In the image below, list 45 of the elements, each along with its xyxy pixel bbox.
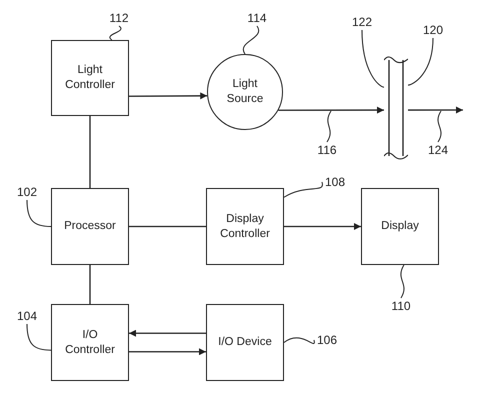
connector-line bbox=[89, 116, 91, 188]
block-box bbox=[206, 304, 284, 381]
arrow bbox=[129, 330, 206, 337]
reference-numeral: 104 bbox=[14, 308, 40, 324]
block-box bbox=[206, 188, 284, 265]
leader-line bbox=[408, 38, 434, 86]
leader-line bbox=[109, 26, 122, 40]
optical-plate bbox=[384, 56, 408, 160]
block-box bbox=[51, 304, 129, 381]
leader-line bbox=[326, 110, 332, 142]
leader-line bbox=[26, 324, 52, 351]
block-box bbox=[51, 40, 129, 116]
reference-numeral: 116 bbox=[314, 142, 340, 158]
connector-line bbox=[89, 265, 91, 304]
arrow bbox=[284, 223, 361, 230]
reference-numeral: 124 bbox=[425, 142, 451, 158]
reference-numeral: 108 bbox=[322, 174, 348, 190]
arrow bbox=[129, 92, 208, 100]
connector-line bbox=[129, 226, 206, 228]
reference-numeral: 114 bbox=[244, 10, 270, 26]
block-label: Processor bbox=[63, 219, 117, 234]
reference-numeral: 106 bbox=[314, 332, 340, 348]
reference-numeral: 112 bbox=[106, 10, 132, 26]
reference-numeral: 120 bbox=[420, 22, 446, 38]
leader-line bbox=[284, 182, 323, 198]
arrow bbox=[408, 106, 463, 114]
block-label: Display Controller bbox=[219, 212, 271, 242]
block-box bbox=[361, 188, 439, 265]
block-box bbox=[51, 188, 129, 265]
block-label: I/O Controller bbox=[64, 328, 116, 358]
block-label: Light Controller bbox=[64, 63, 116, 93]
leader-line bbox=[26, 200, 52, 227]
leader-line bbox=[284, 337, 315, 344]
arrow bbox=[129, 348, 206, 356]
block-label: Display bbox=[380, 219, 420, 234]
leader-line bbox=[438, 110, 442, 142]
leader-line bbox=[362, 30, 384, 88]
block-label: Light Source bbox=[226, 77, 264, 107]
reference-numeral: 110 bbox=[388, 298, 414, 314]
leader-line bbox=[242, 26, 260, 54]
leader-line bbox=[400, 264, 404, 298]
reference-numeral: 102 bbox=[14, 184, 40, 200]
block-label: I/O Device bbox=[217, 335, 273, 350]
reference-numeral: 122 bbox=[349, 14, 375, 30]
arrow bbox=[278, 106, 384, 114]
